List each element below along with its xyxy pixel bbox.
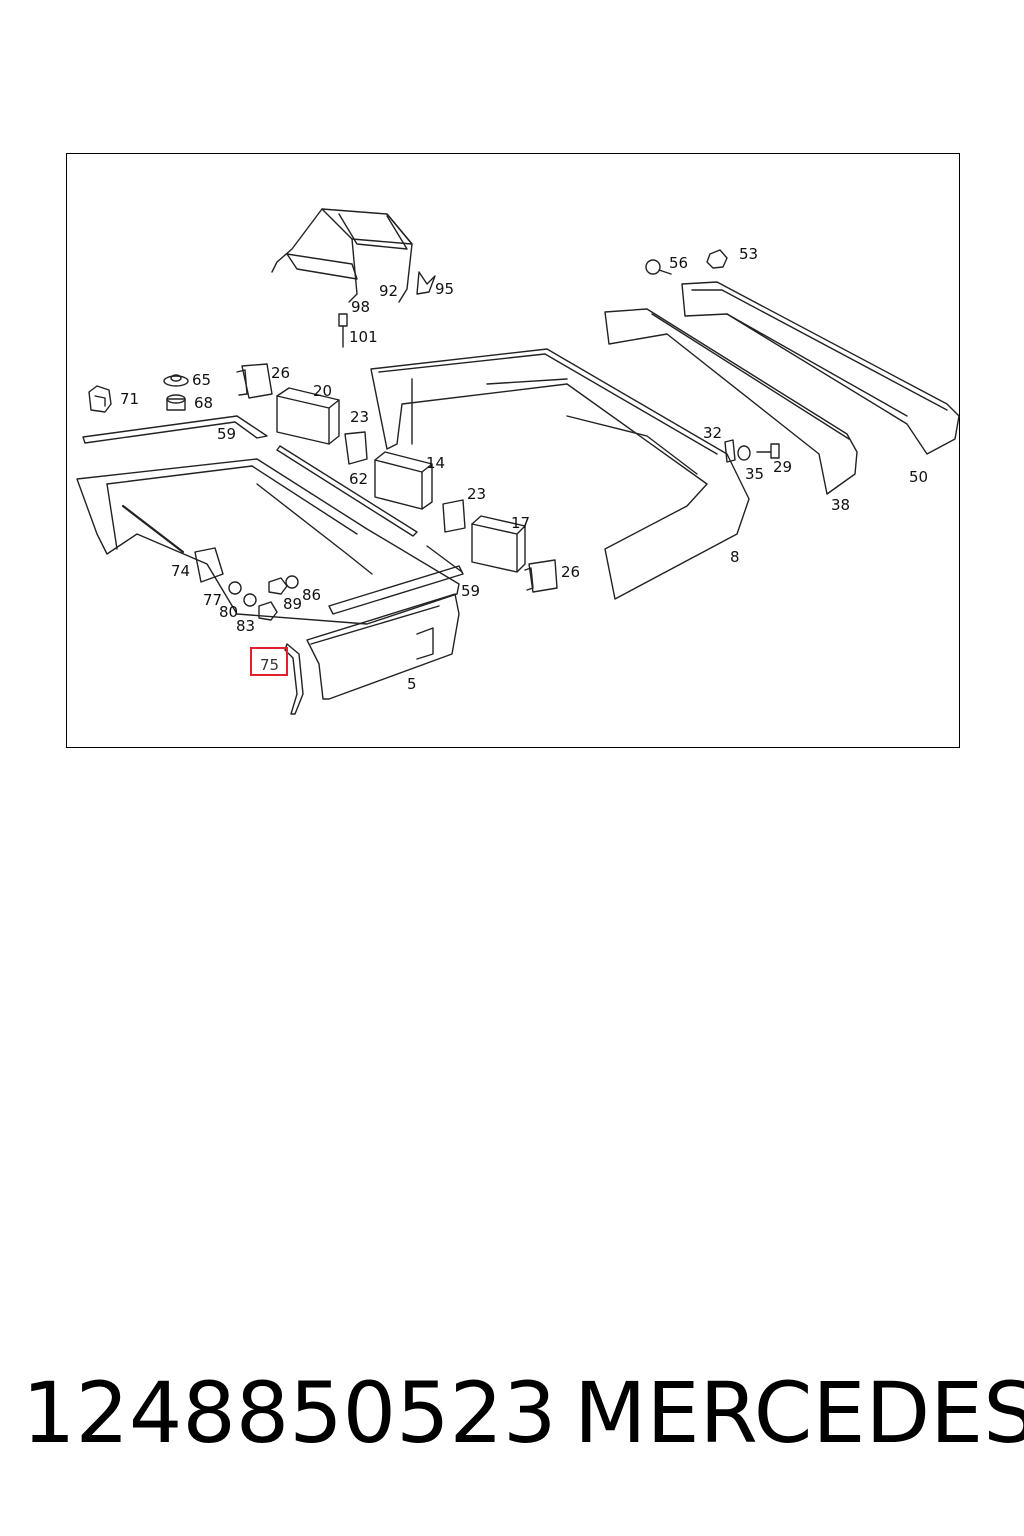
bracket-part-74 (121, 504, 224, 583)
callout-20: 20 (313, 382, 332, 400)
callout-23a: 23 (350, 408, 369, 426)
callout-74: 74 (171, 562, 190, 580)
brand-name: MERCEDES (574, 1364, 1024, 1462)
callout-23b: 23 (467, 485, 486, 503)
callout-26b: 26 (561, 563, 580, 581)
callout-8: 8 (730, 548, 740, 566)
buffer-part-17 (471, 515, 526, 573)
callout-62: 62 (349, 470, 368, 488)
screw-part-101 (338, 313, 348, 348)
part-number: 1248850523 (22, 1364, 557, 1462)
callout-59b: 59 (461, 582, 480, 600)
guide-part-26-upper (236, 363, 273, 399)
callout-50: 50 (909, 468, 928, 486)
callout-95: 95 (435, 280, 454, 298)
guide-part-26-lower (524, 559, 558, 593)
grommet-part-68 (166, 394, 186, 411)
washer-part-35 (737, 445, 751, 461)
callout-53: 53 (739, 245, 758, 263)
bumper-carrier (76, 458, 460, 625)
highlighted-callout[interactable]: 75 (250, 647, 288, 676)
callout-17: 17 (511, 514, 530, 532)
bumper-core-part-8 (370, 348, 750, 600)
callout-86: 86 (302, 586, 321, 604)
highlight-label: 75 (260, 656, 279, 674)
bumper-cover-part-38 (604, 308, 858, 495)
clip-part-95 (416, 271, 436, 295)
bumper-cover-part-5 (306, 593, 460, 700)
guide-part-23-upper (344, 431, 368, 465)
grommet-part-65 (163, 374, 189, 387)
washers-part-77-89 (228, 575, 299, 621)
callout-32: 32 (703, 424, 722, 442)
callout-80: 80 (219, 603, 238, 621)
buffer-part-20 (276, 387, 340, 445)
strip-part-62 (276, 445, 418, 537)
callout-5: 5 (407, 675, 417, 693)
callout-65: 65 (192, 371, 211, 389)
strip-part-59-lower (328, 545, 464, 615)
callout-35: 35 (745, 465, 764, 483)
clip-part-71 (88, 385, 112, 413)
callout-92: 92 (379, 282, 398, 300)
clip-part-32 (724, 439, 736, 463)
trim-strip-part-50 (681, 281, 960, 455)
callout-59a: 59 (217, 425, 236, 443)
callout-77: 77 (203, 591, 222, 609)
screw-part-56 (645, 259, 672, 275)
callout-101: 101 (349, 328, 378, 346)
exploded-view-drawing: 53 56 92 95 98 101 26 65 68 71 20 59 23 62 14 23 17 26 59 3… (76, 208, 960, 715)
callout-68: 68 (194, 394, 213, 412)
callout-38: 38 (831, 496, 850, 514)
callout-98: 98 (351, 298, 370, 316)
bracket-part-92 (271, 208, 413, 303)
callout-14: 14 (426, 454, 445, 472)
callout-83: 83 (236, 617, 255, 635)
guide-part-23-lower (442, 499, 466, 533)
screw-part-29 (756, 443, 780, 459)
callout-89: 89 (283, 595, 302, 613)
nut-part-53 (706, 249, 728, 269)
callout-71: 71 (120, 390, 139, 408)
strip-part-59-upper (82, 415, 268, 444)
buffer-part-14 (374, 451, 433, 510)
parts-diagram: 53 56 92 95 98 101 26 65 68 71 20 59 23 62 14 23 17 26 59 3… (66, 153, 960, 748)
callout-26a: 26 (271, 364, 290, 382)
highlight-box (250, 647, 288, 676)
callout-labels: 53 56 92 95 98 101 26 65 68 71 20 59 23 62 14 23 17 26 59 3… (120, 245, 928, 693)
callout-56: 56 (669, 254, 688, 272)
callout-29: 29 (773, 458, 792, 476)
